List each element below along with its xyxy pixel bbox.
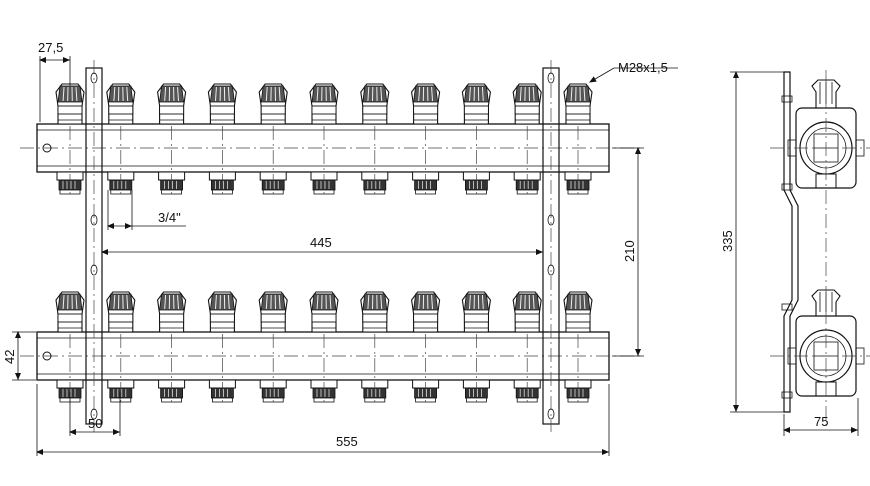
top-valve xyxy=(563,83,593,125)
bottom-valve xyxy=(411,291,441,333)
bottom-outlet xyxy=(107,334,135,404)
top-outlet xyxy=(361,126,389,196)
dim-27-5: 27,5 xyxy=(38,40,63,55)
dim-210: 210 xyxy=(622,240,637,262)
bottom-valve xyxy=(55,291,85,333)
side-dimension-lines: 335 75 xyxy=(720,71,859,436)
dim-50: 50 xyxy=(88,416,102,431)
bottom-outlet xyxy=(361,334,389,404)
top-outlet xyxy=(107,126,135,196)
top-valve xyxy=(106,83,136,125)
front-view xyxy=(20,60,640,432)
left-bracket xyxy=(85,60,103,432)
bottom-valve xyxy=(258,291,288,333)
bottom-valve xyxy=(157,291,187,333)
bottom-valve xyxy=(309,291,339,333)
bottom-valve xyxy=(360,291,390,333)
top-valve xyxy=(258,83,288,125)
dim-75: 75 xyxy=(814,414,828,429)
bottom-outlet-row xyxy=(56,334,592,404)
top-outlet-row xyxy=(56,126,592,196)
top-outlet xyxy=(208,126,236,196)
dim-thread: M28x1,5 xyxy=(618,60,668,75)
bottom-outlet xyxy=(158,334,186,404)
dim-555: 555 xyxy=(336,434,358,449)
bottom-valve xyxy=(512,291,542,333)
top-outlet xyxy=(259,126,287,196)
bottom-outlet xyxy=(259,334,287,404)
bottom-outlet xyxy=(564,334,592,404)
bottom-outlet xyxy=(412,334,440,404)
bottom-outlet xyxy=(462,334,490,404)
top-outlet xyxy=(158,126,186,196)
bottom-outlet xyxy=(208,334,236,404)
top-valve xyxy=(55,83,85,125)
top-valve xyxy=(461,83,491,125)
top-outlet xyxy=(462,126,490,196)
bottom-outlet xyxy=(513,334,541,404)
bottom-valve-row xyxy=(55,291,593,333)
bottom-valve xyxy=(106,291,136,333)
side-view xyxy=(770,70,870,430)
top-valve xyxy=(411,83,441,125)
right-bracket xyxy=(542,60,560,432)
bottom-valve xyxy=(563,291,593,333)
top-outlet xyxy=(513,126,541,196)
bottom-valve xyxy=(461,291,491,333)
top-outlet xyxy=(310,126,338,196)
top-valve xyxy=(512,83,542,125)
top-outlet xyxy=(412,126,440,196)
top-valve-row xyxy=(55,83,593,125)
dim-outlet-thread: 3/4" xyxy=(158,210,181,225)
top-valve xyxy=(360,83,390,125)
top-valve xyxy=(157,83,187,125)
bottom-valve xyxy=(207,291,237,333)
top-outlet xyxy=(56,126,84,196)
bottom-outlet xyxy=(310,334,338,404)
dimension-lines: 27,5 M28x1,5 3/4" 445 210 42 50 555 xyxy=(2,40,678,456)
dim-42: 42 xyxy=(2,350,17,364)
dim-335: 335 xyxy=(720,230,735,252)
top-valve xyxy=(309,83,339,125)
dim-445: 445 xyxy=(310,235,332,250)
top-outlet xyxy=(564,126,592,196)
top-valve xyxy=(207,83,237,125)
